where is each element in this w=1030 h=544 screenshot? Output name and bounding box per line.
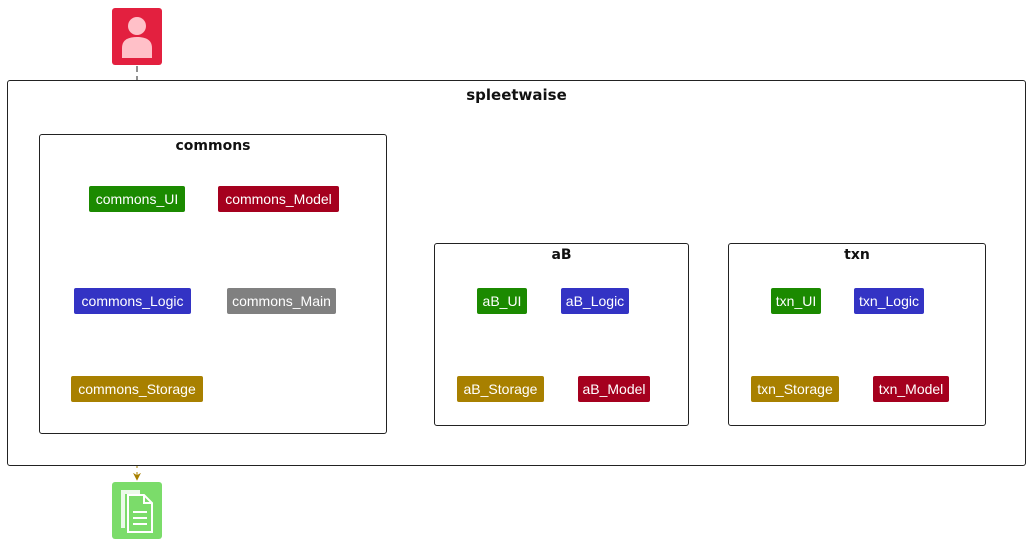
component-commons-model[interactable]: commons_Model	[218, 186, 339, 212]
storage-box	[112, 482, 162, 539]
component-ab-ui[interactable]: aB_UI	[477, 288, 527, 314]
component-txn-logic[interactable]: txn_Logic	[854, 288, 924, 314]
package-title: txn	[844, 247, 870, 263]
component-ab-storage[interactable]: aB_Storage	[457, 376, 544, 402]
component-txn-model[interactable]: txn_Model	[873, 376, 949, 402]
package-title: aB	[551, 247, 572, 263]
component-ab-model[interactable]: aB_Model	[578, 376, 650, 402]
component-commons-ui[interactable]: commons_UI	[89, 186, 185, 212]
component-commons-logic[interactable]: commons_Logic	[74, 288, 191, 314]
component-txn-storage[interactable]: txn_Storage	[751, 376, 839, 402]
component-txn-ui[interactable]: txn_UI	[771, 288, 821, 314]
package-title: commons	[175, 138, 251, 154]
package-title: spleetwaise	[466, 86, 567, 104]
component-ab-logic[interactable]: aB_Logic	[561, 288, 629, 314]
component-commons-main[interactable]: commons_Main	[227, 288, 336, 314]
actor-box	[112, 8, 162, 65]
user-icon	[122, 17, 152, 58]
file-icon	[121, 490, 153, 533]
component-commons-storage[interactable]: commons_Storage	[71, 376, 203, 402]
